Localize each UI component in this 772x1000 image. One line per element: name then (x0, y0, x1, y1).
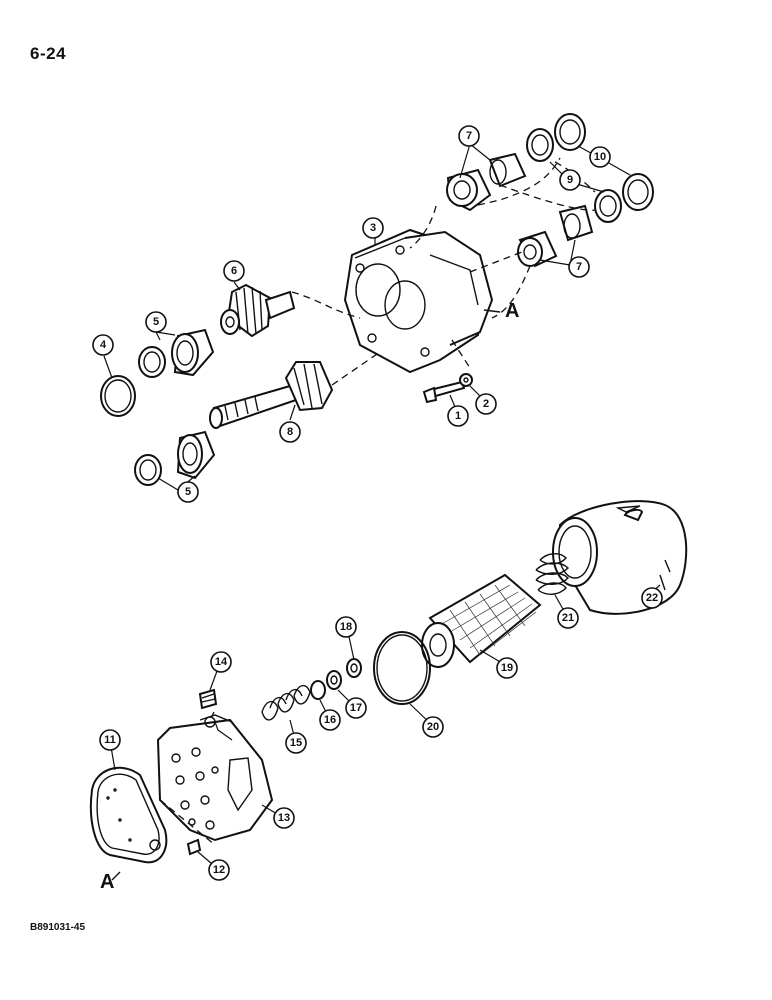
callout-10: 10 (589, 146, 611, 168)
valve-body (156, 714, 274, 842)
svg-text:17: 17 (350, 702, 362, 714)
svg-text:16: 16 (324, 714, 336, 726)
svg-text:12: 12 (213, 864, 225, 876)
callout-12: 12 (208, 859, 230, 881)
callout-3: 3 (362, 217, 384, 239)
svg-text:13: 13 (278, 812, 290, 824)
reference-mark-a-upper: A (505, 300, 519, 322)
seal-rings (526, 128, 622, 223)
filter-spring (535, 553, 569, 595)
callout-9: 9 (559, 169, 581, 191)
svg-text:5: 5 (153, 316, 159, 328)
pump-housing (343, 228, 494, 374)
bearing-upper-right (446, 152, 527, 212)
bottom-plug (186, 838, 202, 856)
svg-text:11: 11 (104, 734, 116, 746)
filter-housing (552, 500, 688, 615)
bushing-lower (134, 430, 216, 486)
callout-17: 17 (345, 697, 367, 719)
svg-text:22: 22 (646, 592, 658, 604)
svg-text:7: 7 (576, 261, 582, 273)
svg-text:6: 6 (231, 265, 237, 277)
figure-code: B891031-45 (30, 922, 86, 933)
svg-text:18: 18 (340, 621, 352, 633)
svg-text:3: 3 (370, 222, 376, 234)
svg-text:10: 10 (594, 151, 606, 163)
reference-mark-a-lower: A (100, 871, 114, 893)
thrust-rings (554, 113, 654, 211)
callout-13: 13 (273, 807, 295, 829)
lock-washer (459, 373, 473, 387)
drive-shaft (209, 361, 334, 429)
callout-14: 14 (210, 651, 232, 673)
callout-16: 16 (319, 709, 341, 731)
filter-element (421, 573, 542, 668)
svg-text:9: 9 (567, 174, 573, 186)
bushing-upper (138, 328, 215, 378)
svg-text:5: 5 (185, 486, 191, 498)
callout-7-lower: 7 (568, 256, 590, 278)
callout-15: 15 (285, 732, 307, 754)
callout-7-upper: 7 (458, 125, 480, 147)
callout-4: 4 (92, 334, 114, 356)
filter-o-ring (373, 631, 431, 705)
callout-18: 18 (335, 616, 357, 638)
callout-5-lower: 5 (177, 481, 199, 503)
svg-text:21: 21 (562, 612, 574, 624)
svg-text:1: 1 (455, 410, 461, 422)
gasket (89, 766, 168, 864)
svg-text:15: 15 (290, 737, 302, 749)
callout-22: 22 (641, 587, 663, 609)
svg-text:20: 20 (427, 721, 439, 733)
page-number: 6-24 (30, 44, 67, 63)
callout-19: 19 (496, 657, 518, 679)
svg-text:2: 2 (483, 398, 489, 410)
callout-1: 1 (447, 405, 469, 427)
callout-2: 2 (475, 393, 497, 415)
svg-text:8: 8 (287, 426, 293, 438)
snap-ring (100, 375, 136, 417)
svg-text:14: 14 (215, 656, 228, 668)
callout-6: 6 (223, 260, 245, 282)
cap-screw (422, 380, 466, 404)
svg-text:19: 19 (501, 662, 513, 674)
small-retainers (310, 658, 362, 700)
callout-8: 8 (279, 421, 301, 443)
callout-20: 20 (422, 716, 444, 738)
callout-5-upper: 5 (145, 311, 167, 333)
relief-spring (261, 685, 311, 721)
callout-11: 11 (99, 729, 121, 751)
callout-21: 21 (557, 607, 579, 629)
drive-gear (220, 283, 296, 338)
top-plug (198, 688, 218, 710)
svg-text:7: 7 (466, 130, 472, 142)
svg-text:4: 4 (100, 339, 107, 351)
